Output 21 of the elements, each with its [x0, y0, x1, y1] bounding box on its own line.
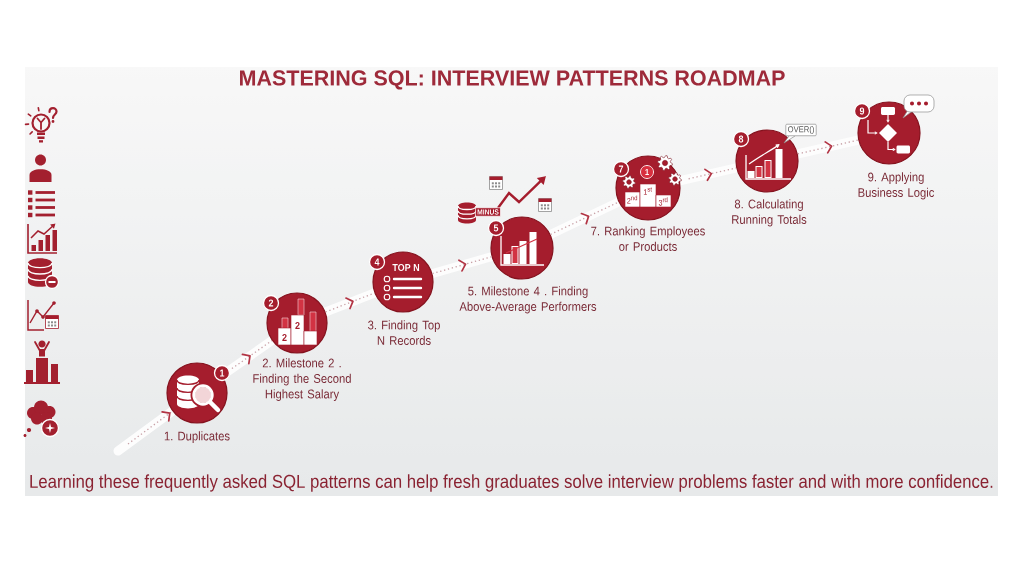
number-badge: 9: [853, 102, 871, 120]
number-badge: 2: [262, 294, 280, 312]
number-badge: 8: [732, 130, 750, 148]
caption: Learning these frequently asked SQL patterns can help fresh graduates solve interview problems faster and with more confidence.: [30, 474, 993, 492]
number-badge: 5: [487, 219, 505, 237]
milestone-label: 1. Duplicates: [164, 431, 230, 443]
milestone-label: 3. Finding Top N Records: [368, 320, 440, 345]
number-badge: 1: [213, 364, 231, 382]
medal-badge: 1: [640, 165, 654, 179]
number-badge: 4: [368, 253, 386, 271]
arrow: [127, 410, 174, 445]
title: MASTERING SQL: INTERVIEW PATTERNS ROADMAP: [240, 70, 785, 90]
list-heading: TOP N: [392, 263, 420, 272]
milestone-label: 9. Applying Business Logic: [858, 172, 935, 200]
milestone-label: 2. Milestone 2 . Finding the Second Highest Salary: [253, 358, 351, 401]
milestone-label: 8. Calculating Running Totals: [732, 199, 807, 227]
milestone-label: 5. Milestone 4 . Finding Above-Average Performers: [459, 286, 597, 314]
number-badge: 7: [612, 160, 630, 178]
speech-bubble: OVER(): [783, 123, 817, 144]
podium: 2 2: [277, 298, 318, 346]
milestone-label: 7. Ranking Employees or Products: [591, 226, 705, 251]
